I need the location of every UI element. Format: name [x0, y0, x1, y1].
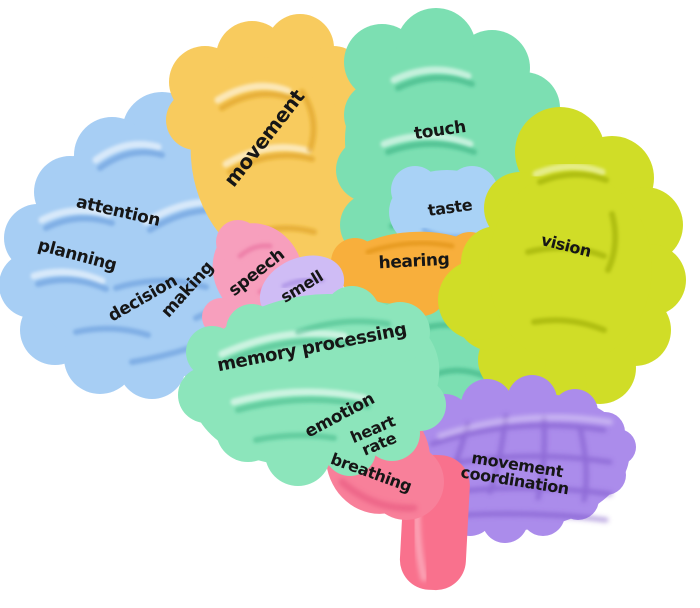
region-memory-emotion	[178, 286, 446, 486]
region-vision	[438, 107, 686, 419]
region-cerebellum	[410, 375, 636, 543]
